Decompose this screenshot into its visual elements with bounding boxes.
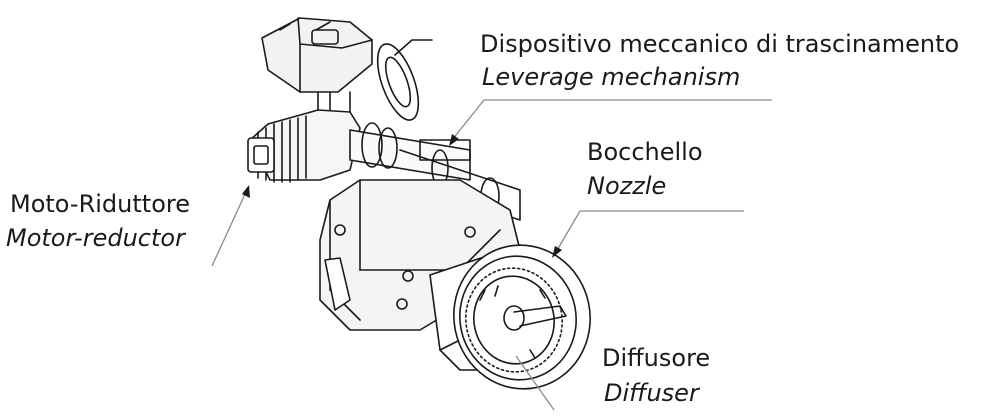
label-leverage-en: Leverage mechanism	[482, 63, 741, 91]
handwheel	[376, 39, 433, 121]
arrow-leverage	[449, 134, 459, 146]
label-motor-en: Motor-reductor	[6, 224, 185, 252]
label-motor-it: Moto-Riduttore	[10, 190, 190, 218]
actuator-box	[261, 17, 373, 93]
arrow-motor	[242, 185, 250, 198]
label-leverage-it: Dispositivo meccanico di trascinamento	[480, 30, 960, 58]
label-nozzle-it: Bocchello	[587, 138, 703, 166]
label-nozzle-en: Nozzle	[587, 172, 667, 200]
leader-lines	[211, 99, 772, 411]
motor-reductor	[247, 109, 361, 183]
leader-nozzle	[555, 210, 744, 253]
leader-leverage	[451, 99, 772, 141]
leader-motor	[211, 191, 247, 267]
arrow-nozzle	[552, 246, 562, 258]
label-diffuser-en: Diffuser	[604, 379, 699, 407]
leader-diffuser	[515, 355, 555, 411]
leader-arrows	[242, 134, 562, 258]
diffuser-disc	[453, 244, 591, 390]
label-diffuser-it: Diffusore	[602, 344, 711, 372]
